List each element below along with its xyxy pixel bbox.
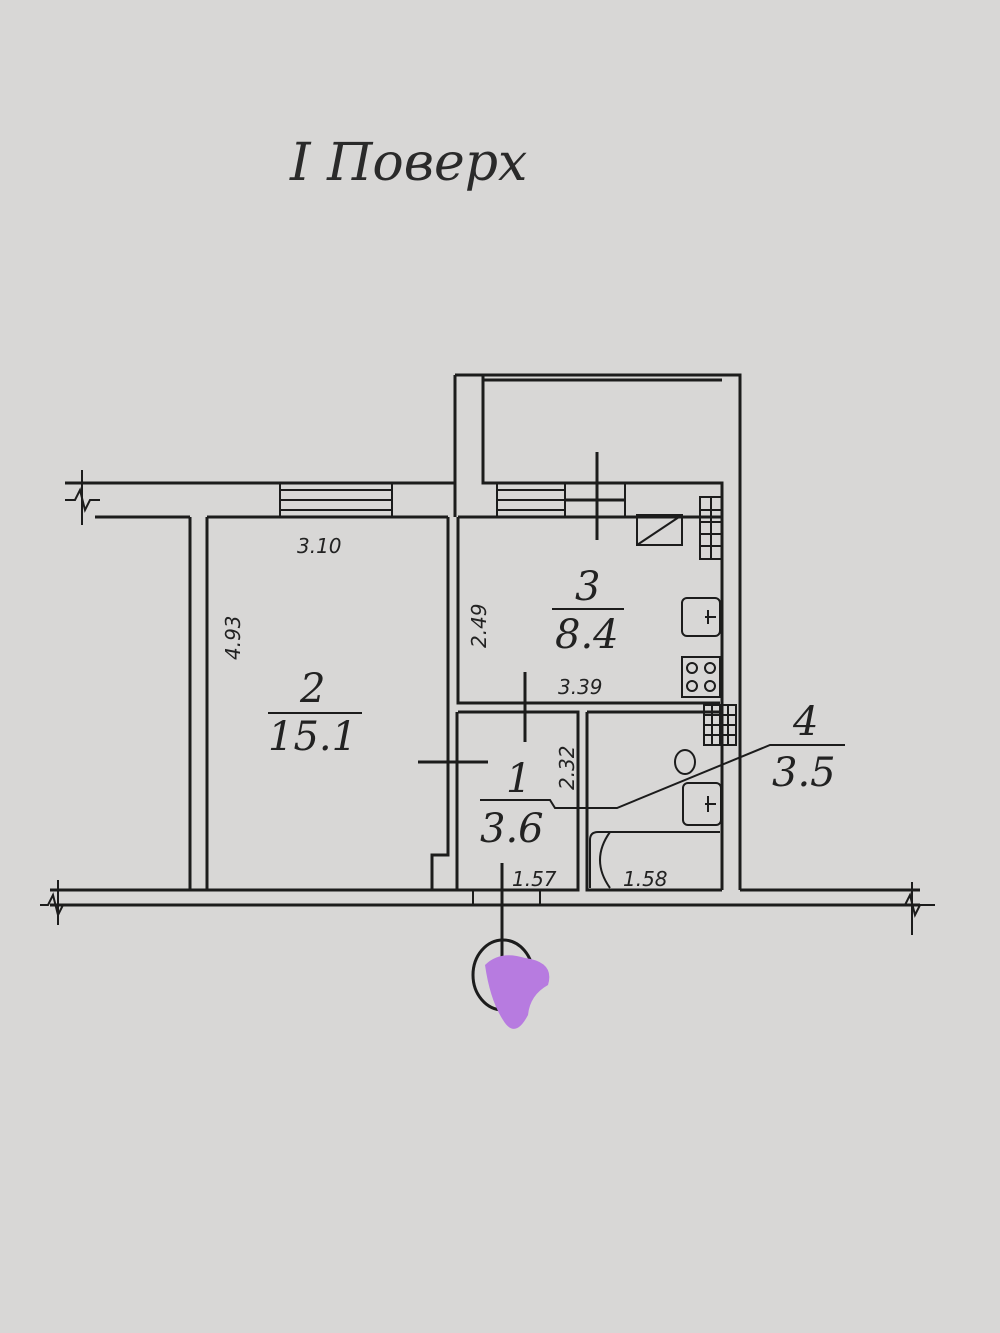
dim-room4-width: 1.58	[623, 867, 668, 891]
dimension-labels: 3.10 4.93 3.39 2.49 2.32 1.57 1.58	[221, 534, 668, 891]
room-3-area: 8.4	[555, 612, 619, 658]
dim-room2-width: 3.10	[297, 534, 342, 558]
room-labels: 2 15.1 3 8.4 1 3.6 4 3.5	[268, 564, 845, 852]
redaction-scribble	[485, 955, 550, 1029]
room-3-number: 3	[575, 564, 600, 610]
door-marks	[418, 452, 625, 1029]
room-4-area: 3.5	[772, 750, 836, 796]
kitchen-sink-icon	[681, 597, 721, 637]
dim-room1-width: 1.57	[512, 867, 557, 891]
dim-room1-length: 2.32	[555, 745, 579, 790]
room-4-number: 4	[792, 699, 818, 745]
floor-title: I Поверх	[289, 133, 527, 193]
room-2-number: 2	[299, 666, 325, 712]
fixtures	[589, 496, 737, 889]
room-2-area: 15.1	[268, 714, 357, 760]
toilet-icon	[674, 749, 696, 775]
bathroom-sink-icon	[682, 782, 722, 826]
walls	[40, 373, 935, 935]
dim-room3-width: 3.39	[558, 675, 603, 699]
dim-room2-length: 4.93	[221, 615, 245, 660]
room-1-number: 1	[506, 756, 531, 802]
sink-icon	[636, 514, 683, 546]
bathtub-icon	[589, 831, 720, 888]
stove-icon	[681, 656, 721, 698]
room-1-area: 3.6	[480, 806, 544, 852]
dim-room3-length: 2.49	[467, 603, 491, 648]
